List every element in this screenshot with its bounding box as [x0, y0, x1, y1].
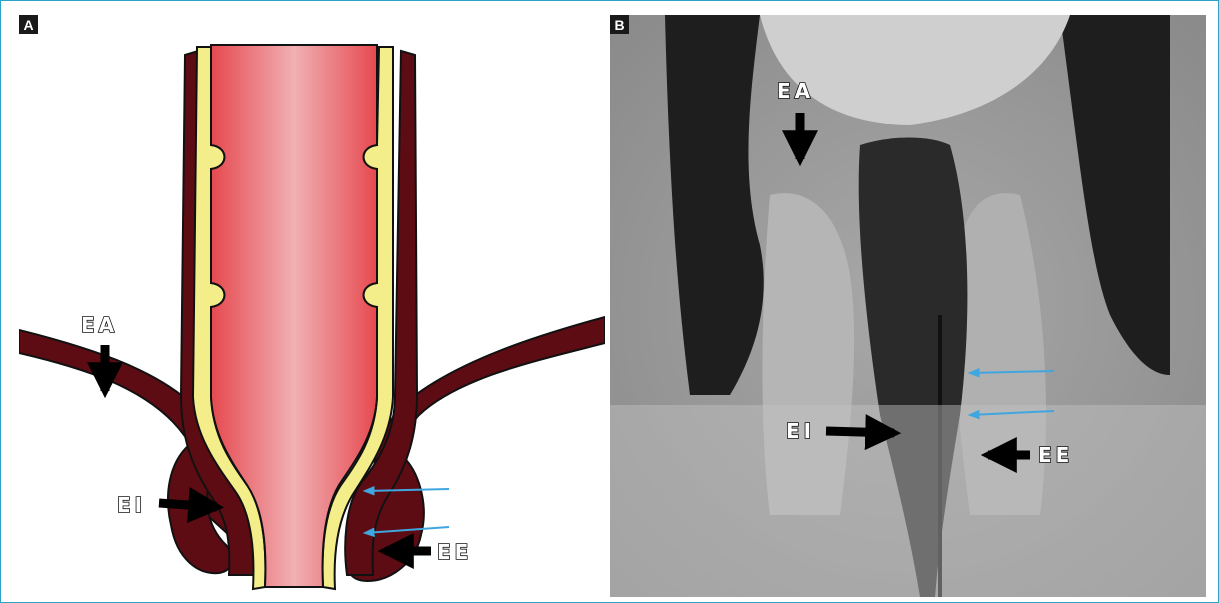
arrow-ei [159, 503, 217, 507]
mri-image [610, 15, 1206, 597]
label-ee-b: EE [1038, 443, 1073, 467]
anal-canal-schematic [19, 15, 605, 597]
label-ea-b: EA [777, 79, 814, 103]
panel-a-diagram: A [19, 15, 605, 597]
mri-arrow-ei [826, 431, 894, 433]
label-ei-b: EI [786, 419, 815, 443]
label-ee-a: EE [437, 540, 472, 564]
panel-b-mri: B [610, 15, 1206, 597]
panel-b-badge: B [610, 15, 629, 34]
panel-a-badge: A [19, 15, 38, 34]
label-ei-a: EI [117, 493, 146, 517]
label-ea-a: EA [81, 313, 118, 337]
